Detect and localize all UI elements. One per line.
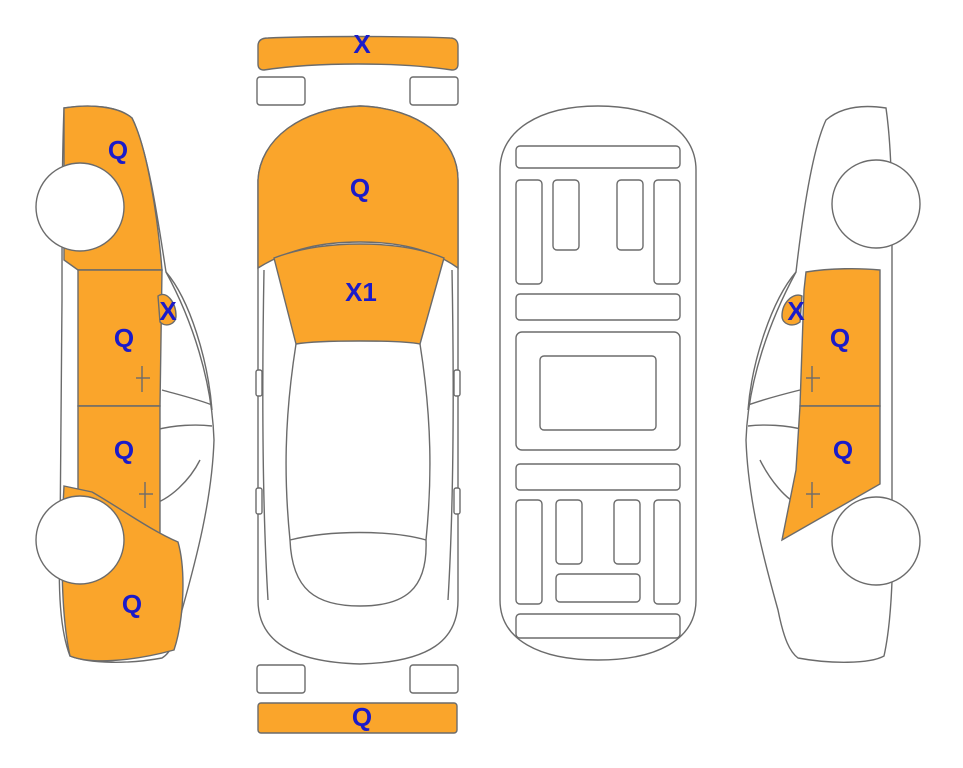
right-front-door-mark: Q [830, 323, 850, 353]
right-front-door-handle [806, 366, 820, 392]
left-front-door-mark: Q [114, 323, 134, 353]
right-rear-wheel [831, 496, 921, 586]
right-rear-door-handle [806, 482, 820, 508]
left-front-door-handle [136, 366, 150, 392]
left-rear-door-mark: Q [114, 435, 134, 465]
right-front-wheel [831, 159, 921, 249]
right-rear-door-panel[interactable] [781, 405, 881, 542]
front-left-light [256, 76, 306, 106]
windshield-panel[interactable] [273, 243, 445, 345]
top-view: X Q X1 Q [255, 29, 461, 734]
rear-bumper-panel[interactable] [257, 702, 458, 734]
front-bumper-panel[interactable] [257, 35, 459, 71]
left-mirror-mark: X [159, 296, 177, 326]
hood-panel[interactable] [257, 105, 459, 270]
underbody-view [499, 105, 697, 661]
right-side-view: X Q Q [745, 105, 921, 663]
right-rear-door-mark: Q [833, 435, 853, 465]
rear-right-light [409, 664, 459, 694]
left-side-view: Q X Q Q Q [35, 105, 215, 663]
left-rear-quarter-mark: Q [122, 589, 142, 619]
left-rear-door-handle [139, 482, 153, 508]
hood-mark: Q [350, 173, 370, 203]
left-rear-wheel [35, 495, 125, 585]
left-front-wheel [35, 162, 125, 252]
front-right-light [409, 76, 459, 106]
right-mirror-mark: X [787, 296, 805, 326]
rear-left-light [256, 664, 306, 694]
left-mirror-panel[interactable] [157, 293, 177, 326]
right-mirror-panel[interactable] [781, 294, 803, 326]
windshield-mark: X1 [345, 277, 377, 307]
rear-bumper-mark: Q [352, 702, 372, 732]
left-front-fender-mark: Q [108, 135, 128, 165]
front-bumper-mark: X [353, 29, 371, 59]
